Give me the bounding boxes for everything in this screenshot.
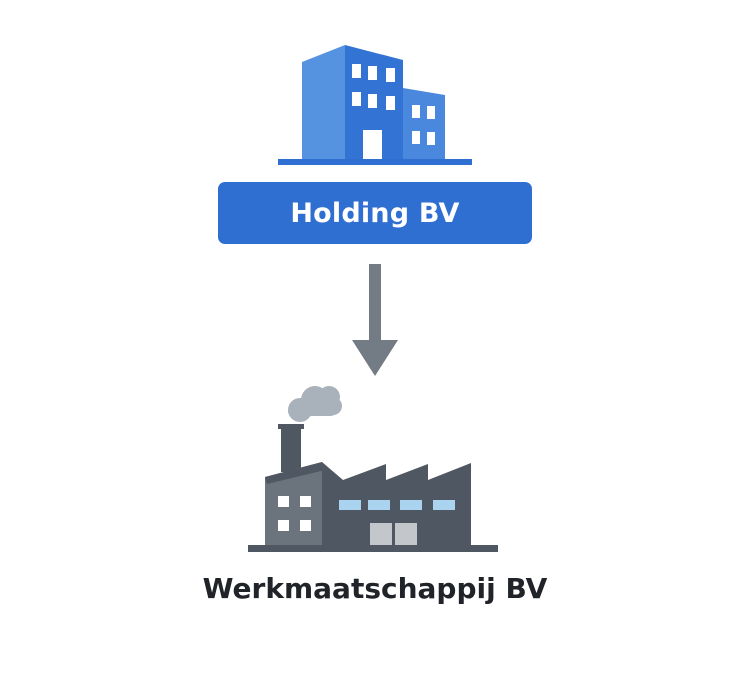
office-building-icon xyxy=(278,45,472,165)
arrow-down-icon xyxy=(352,264,398,376)
factory-icon xyxy=(248,386,498,552)
child-entity-label: Werkmaatschappij BV xyxy=(202,572,548,605)
parent-entity-box: Holding BV xyxy=(218,182,532,244)
smoke-cloud-icon xyxy=(288,386,342,422)
parent-entity-label: Holding BV xyxy=(290,197,460,229)
